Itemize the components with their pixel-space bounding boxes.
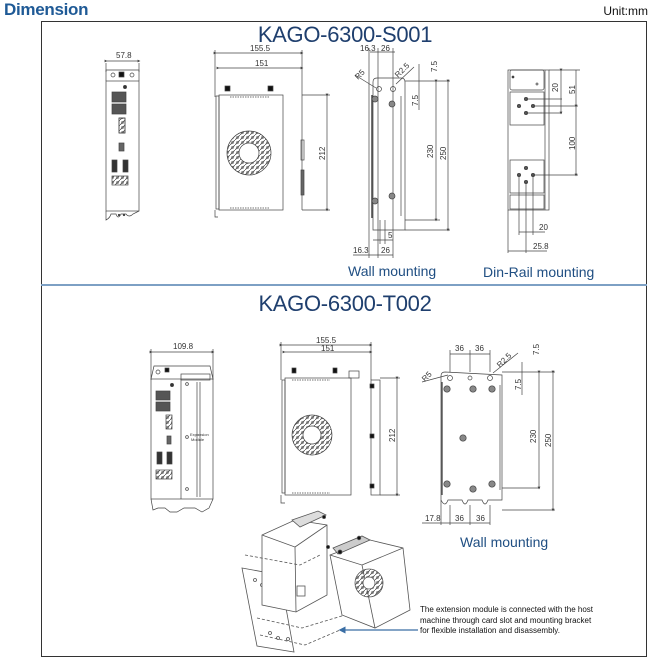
t002-wall-top-margin-b-label: 7.5 <box>514 378 523 390</box>
s001-din-rail-view <box>507 68 580 253</box>
model-title-s001: KAGO-6300-S001 <box>257 22 433 47</box>
dimension-frame <box>41 21 647 657</box>
t002-wall-bottom-spacing-a-label: 36 <box>455 514 464 523</box>
t002-wall-mounting-view <box>421 350 555 525</box>
t002-wall-top-spacing-b-label: 36 <box>475 344 484 353</box>
t002-expansion-label-2: Module <box>191 437 205 442</box>
s001-side-height-label: 212 <box>318 146 327 160</box>
s001-side-view <box>213 50 330 218</box>
din-hole-spacing-h-label: 20 <box>539 223 548 232</box>
s001-wall-top-margin-b-label: 7.5 <box>411 94 420 106</box>
caption-wall-mounting-t002: Wall mounting <box>460 534 549 550</box>
t002-side-overall-width-label: 155.5 <box>316 336 337 345</box>
s001-wall-overall-height-label: 250 <box>439 146 448 160</box>
s001-side-overall-width-label: 155.5 <box>250 44 271 53</box>
caption-wall-mounting-s001: Wall mounting <box>348 263 437 279</box>
t002-wall-bottom-spacing-b-label: 36 <box>476 514 485 523</box>
s001-wall-top-spacing-label: 26 <box>381 44 390 53</box>
s001-wall-top-margin-a-label: 7.5 <box>430 60 439 72</box>
unit-label: Unit:mm <box>603 4 648 18</box>
s001-front-width-label: 57.8 <box>116 51 132 60</box>
din-hole-spacing-v-label: 20 <box>551 83 560 92</box>
t002-wall-r5-label: R5 <box>420 369 434 383</box>
t002-side-body-width-label: 151 <box>321 344 335 353</box>
t002-wall-top-margin-a-label: 7.5 <box>532 343 541 355</box>
model-title-t002: KAGO-6300-T002 <box>258 291 432 316</box>
s001-wall-r25-label: R2.5 <box>393 61 412 80</box>
s001-wall-slot-width-label: 5 <box>388 231 393 240</box>
t002-wall-top-spacing-a-label: 36 <box>455 344 464 353</box>
din-side-offset-label: 25.8 <box>533 242 549 251</box>
t002-front-width-label: 109.8 <box>173 342 194 351</box>
t002-front-view <box>149 349 215 513</box>
s001-wall-r5-label: R5 <box>353 67 367 81</box>
caption-din-rail-mounting: Din-Rail mounting <box>483 264 595 280</box>
s001-wall-hole-span-label: 230 <box>426 144 435 158</box>
t002-side-height-label: 212 <box>388 428 397 442</box>
t002-wall-hole-span-label: 230 <box>529 429 538 443</box>
page-heading: Dimension <box>4 0 89 19</box>
s001-wall-bottom-offset-label: 16.3 <box>353 246 369 255</box>
din-clip-spacing-label: 100 <box>568 136 577 150</box>
t002-expansion-label-1: Expansion <box>190 432 209 437</box>
assembly-note: The extension module is connected with t… <box>420 605 593 635</box>
section-divider <box>41 284 647 286</box>
s001-front-view <box>104 59 141 221</box>
t002-wall-overall-height-label: 250 <box>544 433 553 447</box>
s001-wall-mounting-view <box>353 48 450 258</box>
t002-wall-bottom-offset-label: 17.8 <box>425 514 441 523</box>
s001-side-body-width-label: 151 <box>255 59 269 68</box>
t002-wall-r25-label: R2.5 <box>495 351 514 370</box>
s001-wall-top-offset-label: 16.3 <box>360 44 376 53</box>
t002-exploded-assembly <box>241 510 411 653</box>
s001-wall-bottom-spacing-label: 26 <box>381 246 390 255</box>
t002-side-view <box>279 342 400 504</box>
din-top-offset-label: 51 <box>568 85 577 94</box>
